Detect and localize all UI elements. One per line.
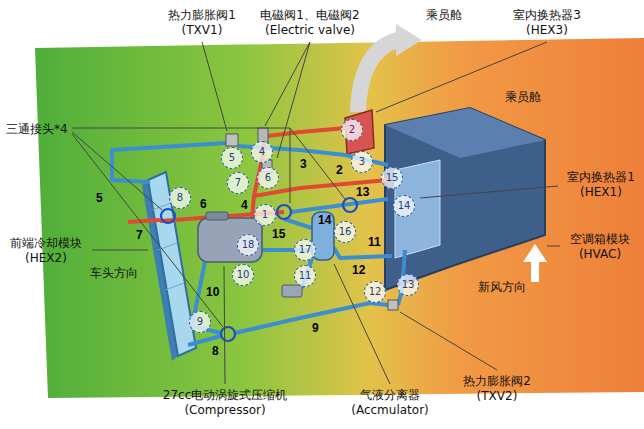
hvac-top [385,108,545,158]
callout-label: 27cc电动涡旋式压缩机 (Compressor) [150,388,300,418]
leader-lines [72,42,560,384]
pipe-number: 15 [272,228,285,241]
valve-body [282,285,302,297]
tee-joint [277,205,291,219]
leader-line [376,42,547,112]
callout-number: 5 [221,147,243,169]
hex2-core [148,172,196,356]
callout-label: 室内换热器3 (HEX3) [505,8,589,38]
pipe-number: 13 [356,186,369,199]
callout-number: 7 [227,172,249,194]
pipe-number: 12 [352,264,365,277]
callout-number: 17 [294,239,316,261]
callout-label: 热力膨胀阀2 (TXV2) [455,374,539,404]
pipe [128,220,160,222]
leader-line [265,42,310,126]
pipe [284,219,312,228]
callout-label: 气液分离器 (Accmulator) [340,388,440,418]
callout-label: 乘员舱 [505,90,541,105]
callout-number: 11 [294,265,316,287]
callout-label: 新风方向 [478,280,526,295]
hvac-box [385,108,545,290]
pipe-number: 14 [318,214,331,227]
pipe [188,336,221,345]
fresh-air-arrow [531,262,539,282]
pipe-number: 11 [368,236,381,249]
callout-number: 6 [257,167,279,189]
fresh-air-arrow-head [523,244,547,262]
callout-number: 10 [232,264,254,286]
leader-line [224,266,225,384]
pipe [291,199,388,212]
callout-number: 16 [334,221,356,243]
leader-line [277,42,310,158]
pipe [112,143,226,182]
tee-joints [161,198,357,341]
callout-number: 12 [364,281,386,303]
leader-line [72,132,162,210]
callout-number: 8 [169,187,191,209]
leader-line [72,134,223,327]
tee-joint [343,198,357,212]
pipe [334,248,392,258]
tee-joint [221,327,235,341]
leader-line [547,246,560,247]
airflow-arrow-head [396,24,422,56]
tee-joint [161,209,175,223]
callout-label: 前端冷却模块 (HEX2) [4,236,88,266]
ground [35,38,644,398]
compressor-port [206,212,228,220]
leader-line [92,250,148,251]
leader-line [290,128,345,199]
pipe-number: 6 [200,198,207,211]
leader-line [420,186,558,198]
callout-number: 18 [237,234,259,256]
pipe [268,128,346,136]
callout-number: 2 [341,119,363,141]
callout-label: 电磁阀1、电磁阀2 (Electric valve) [250,8,370,38]
callout-number: 1 [254,204,276,226]
callout-number: 3 [351,151,373,173]
pipe-number: 8 [212,345,219,358]
callout-number: 14 [393,195,415,217]
pipe-number: 7 [136,229,143,242]
cold-pipes [112,143,405,345]
valve-body [258,128,268,142]
pipe-number: 9 [312,322,319,335]
pipe-number: 3 [300,158,307,171]
hex2-fin [158,243,177,250]
callout-label: 三通接头*4 [6,122,68,137]
txv1-body [226,134,238,146]
callout-number: 9 [189,311,211,333]
pipe [235,303,388,333]
leader-line [400,312,497,370]
leader-line [202,42,227,131]
txv2-body [388,300,398,310]
compressor-body [198,218,262,262]
callout-label: 热力膨胀阀1 (TXV1) [160,8,244,38]
callout-number: 4 [251,141,273,163]
callout-label: 车头方向 [90,266,138,281]
callout-label: 空调箱模块 (HVAC) [562,232,638,262]
pipe-number: 2 [336,164,343,177]
pipe-number: 10 [206,286,219,299]
leader-line [334,264,390,384]
airflow-arrow [358,40,398,112]
callout-label: 室内换热器1 (HEX1) [562,170,640,200]
pipe-number: 4 [241,199,248,212]
callout-label: 乘员舱 [426,8,462,23]
callout-number: 15 [381,167,403,189]
callout-number: 13 [397,274,419,296]
hex2-fin [165,283,184,290]
pipe-number: 5 [96,192,103,205]
